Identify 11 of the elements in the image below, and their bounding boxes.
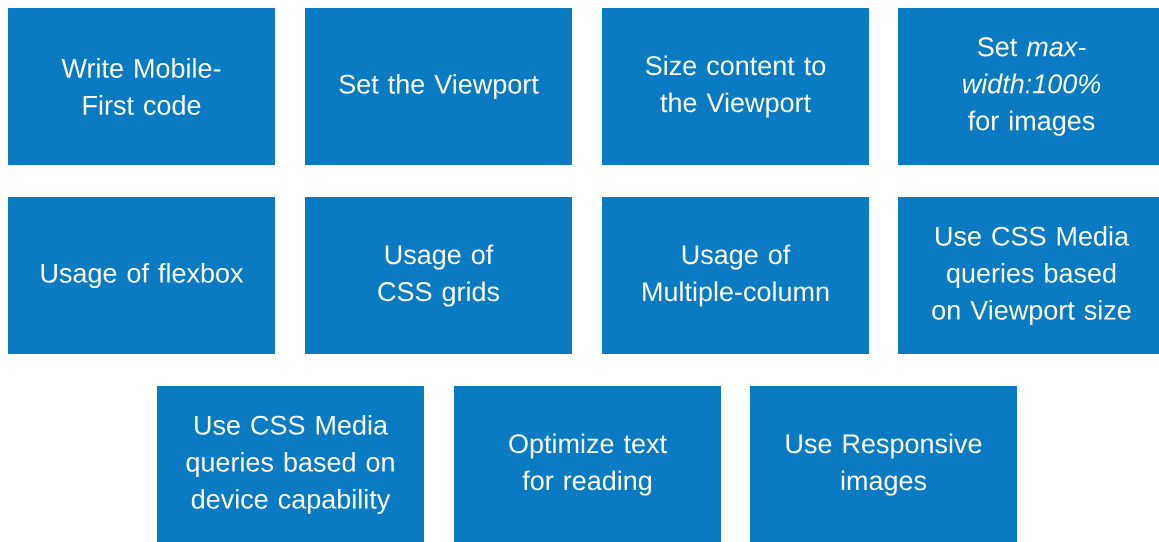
step-box: Use CSS Media queries based on Viewport size [898, 197, 1159, 354]
step-box: Usage of Multiple-column [602, 197, 869, 354]
step-box: Optimize text for reading [454, 386, 721, 542]
step-box: Use Responsive images [750, 386, 1017, 542]
step-box: Write Mobile-First code [8, 8, 275, 165]
step-box: Set max-width:100% for images [898, 8, 1159, 165]
step-box: Use CSS Media queries based on device capability [157, 386, 424, 542]
step-box: Usage of CSS grids [305, 197, 572, 354]
step-box: Set the Viewport [305, 8, 572, 165]
step-box: Size content to the Viewport [602, 8, 869, 165]
step-box: Usage of flexbox [8, 197, 275, 354]
